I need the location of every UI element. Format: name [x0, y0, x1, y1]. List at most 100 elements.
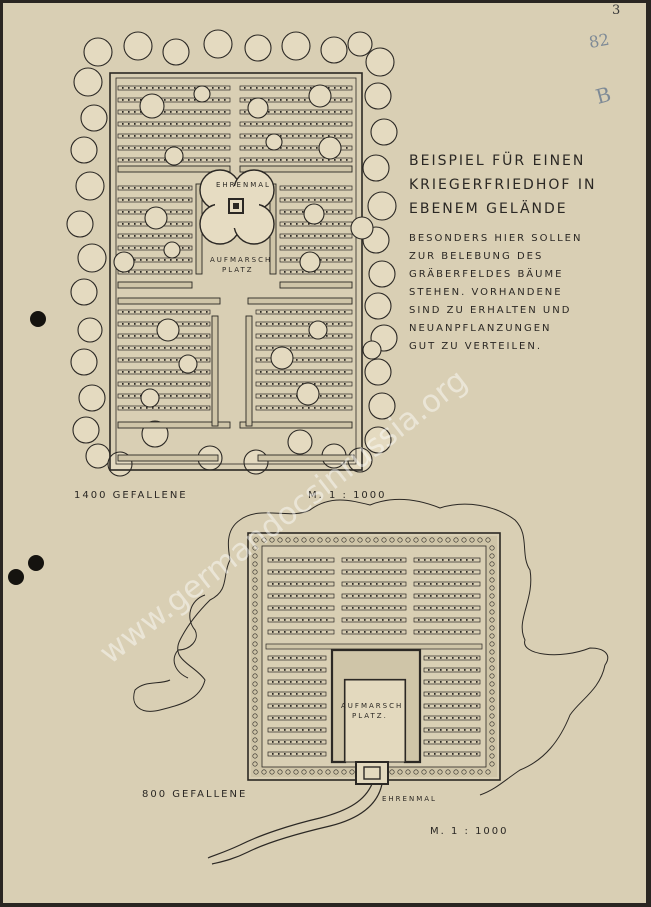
woodland-outline: [173, 594, 206, 679]
grave-row: [279, 233, 353, 239]
body-line: GUT ZU VERTEILEN.: [409, 341, 542, 352]
grave-row: [267, 715, 327, 721]
hedge-strip: [117, 165, 231, 173]
punch-hole: [30, 311, 46, 327]
border-tree: [362, 154, 390, 182]
grave-row: [117, 381, 211, 387]
body-line: BESONDERS HIER SOLLEN: [409, 233, 582, 244]
border-tree: [162, 38, 190, 66]
border-tree: [244, 34, 272, 62]
title-line: BEISPIEL FÜR EINEN: [409, 151, 585, 169]
grave-row: [239, 133, 353, 139]
border-tree: [123, 31, 153, 61]
hedge-strip: [265, 643, 483, 650]
grave-rows: [265, 557, 483, 757]
bottom-plan-scale-caption: M. 1 : 1000: [430, 826, 509, 837]
grave-row: [423, 655, 481, 661]
field-tree: [299, 251, 321, 273]
grave-row: [413, 581, 481, 587]
field-tree: [270, 346, 294, 370]
parade-square-label: PLATZ: [222, 266, 254, 274]
heading-block: BEISPIEL FÜR EINEN KRIEGERFRIEDHOF IN EB…: [409, 151, 597, 352]
body-line: ZUR BELEBUNG DES: [409, 251, 543, 262]
grave-row: [239, 97, 353, 103]
grave-row: [423, 739, 481, 745]
field-tree: [265, 133, 283, 151]
grave-row: [423, 751, 481, 757]
parade-square-label: PLATZ.: [352, 712, 388, 720]
field-tree: [139, 93, 165, 119]
grave-row: [279, 245, 353, 251]
grave-row: [255, 345, 353, 351]
grave-row: [423, 715, 481, 721]
field-tree: [178, 354, 198, 374]
grave-row: [267, 617, 335, 623]
grave-row: [267, 727, 327, 733]
corner-pencil-letter: B: [593, 82, 613, 109]
border-tree: [347, 31, 373, 57]
hedge-strip: [117, 421, 231, 429]
parade-square-label: AUFMARSCH: [341, 702, 403, 710]
grave-row: [117, 357, 211, 363]
grave-row: [267, 751, 327, 757]
memorial-structure: [355, 761, 389, 785]
border-tree: [365, 47, 395, 77]
border-tree: [78, 384, 106, 412]
grave-row: [279, 197, 353, 203]
grave-row: [117, 393, 211, 399]
hedge-strip: [239, 165, 353, 173]
grave-rows: [117, 85, 353, 411]
grave-row: [117, 97, 231, 103]
memorial-grove: [199, 169, 275, 245]
border-tree: [364, 82, 392, 110]
bottom-cemetery-plan: AUFMARSCH PLATZ.: [133, 499, 609, 865]
field-tree: [113, 251, 135, 273]
hedge-strip: [117, 454, 219, 462]
grave-row: [117, 233, 193, 239]
field-tree: [303, 203, 325, 225]
top-plan-scale-caption: M. 1 : 1000: [308, 490, 387, 501]
hedge-strip: [239, 421, 353, 429]
grave-row: [267, 703, 327, 709]
grave-row: [239, 85, 353, 91]
border-tree: [364, 426, 392, 454]
grave-row: [117, 85, 231, 91]
grave-row: [117, 269, 193, 275]
grave-row: [255, 369, 353, 375]
tree-border: [66, 29, 398, 477]
title-line: KRIEGERFRIEDHOF IN: [409, 177, 597, 193]
border-tree: [80, 104, 108, 132]
memorial-label: EHRENMAL: [216, 181, 271, 189]
border-tree: [367, 191, 397, 221]
grave-row: [117, 109, 231, 115]
hedge-strip: [279, 281, 353, 289]
grave-row: [255, 309, 353, 315]
bottom-memorial-label: EHRENMAL: [382, 795, 437, 803]
border-tree: [70, 348, 98, 376]
border-tree: [364, 358, 392, 386]
border-tree: [281, 31, 311, 61]
hedge-strip: [117, 297, 221, 305]
border-tree: [368, 392, 396, 420]
hedge-strip: [247, 297, 353, 305]
grave-row: [117, 245, 193, 251]
grave-row: [267, 629, 335, 635]
field-tree: [140, 388, 160, 408]
grave-row: [117, 133, 231, 139]
grave-row: [267, 679, 327, 685]
field-tree: [308, 84, 332, 108]
border-tree: [368, 260, 396, 288]
hedge-strips: [117, 165, 355, 462]
top-plan-count-caption: 1400 GEFALLENE: [74, 490, 188, 501]
access-path: [207, 783, 373, 859]
grave-row: [239, 109, 353, 115]
border-tree: [66, 210, 94, 238]
access-path-edge: [211, 783, 383, 865]
grave-row: [423, 679, 481, 685]
field-tree: [296, 382, 320, 406]
border-tree: [320, 36, 348, 64]
border-tree: [72, 416, 100, 444]
border-tree: [77, 317, 103, 343]
parade-square-label: AUFMARSCH: [210, 256, 272, 264]
